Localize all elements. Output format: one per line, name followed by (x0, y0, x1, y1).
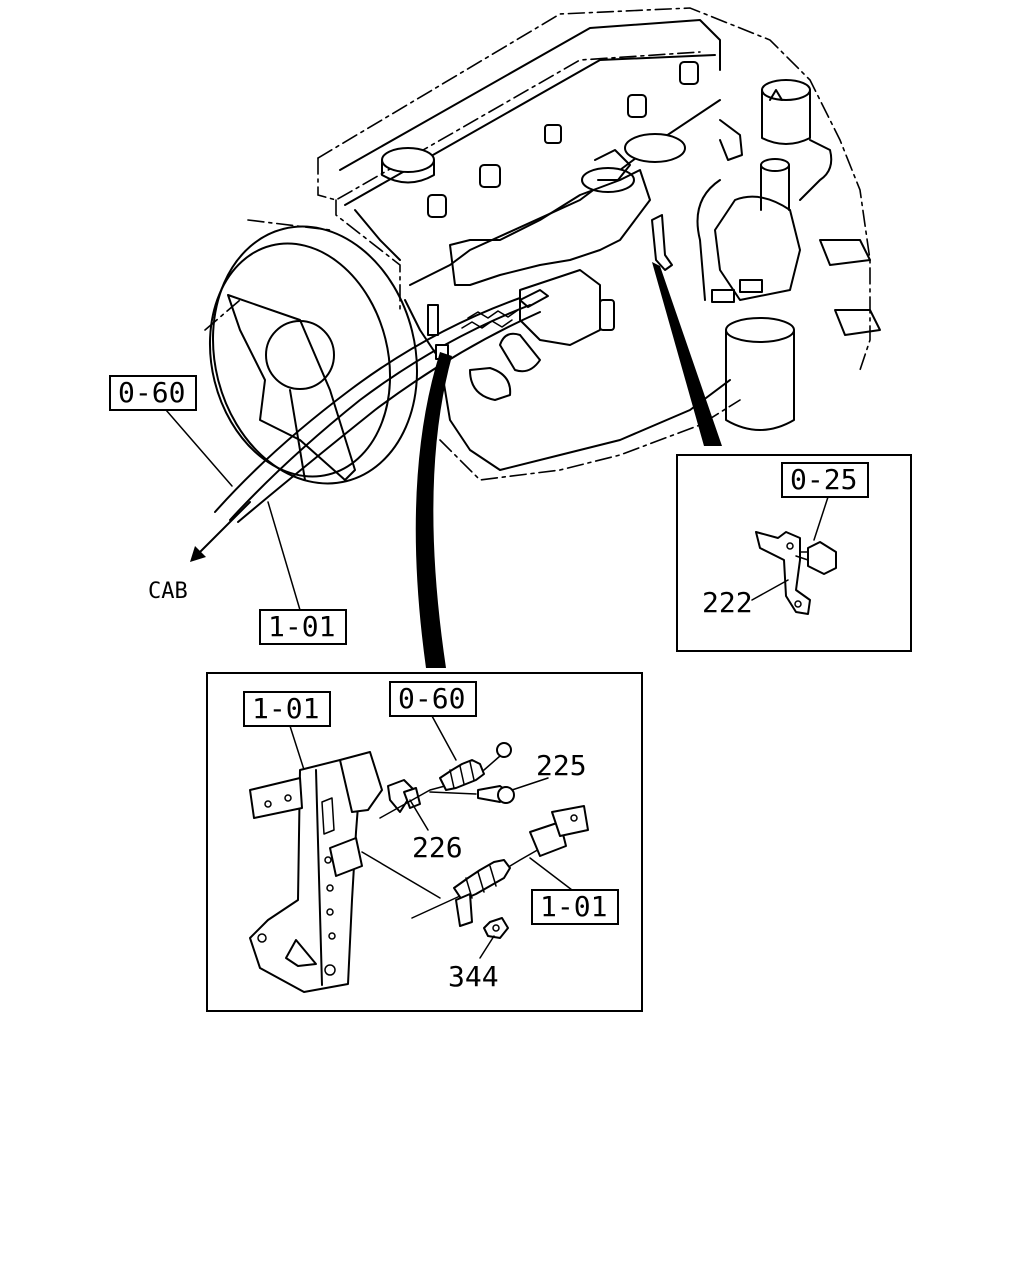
cab-direction-arrow (190, 501, 251, 562)
ref-label-0-60-top: 0-60 (118, 376, 185, 409)
ref-box-1-01-top (259, 609, 347, 645)
cab-label: CAB (148, 579, 188, 604)
detail-frame-linkage (206, 672, 643, 1012)
ref-label-1-01-top: 1-01 (268, 610, 335, 643)
leader-wedge-bracket (652, 262, 722, 446)
leader-1-01-detail-left (289, 725, 307, 777)
pump-mounting-bracket (249, 751, 383, 993)
ref-box-0-60-top (109, 375, 197, 411)
part-number-225: 225 (536, 749, 587, 782)
leader-1-01-detail-right (529, 857, 573, 891)
leader-0-25 (813, 496, 829, 541)
leader-226 (409, 799, 429, 831)
bracket-222-part (755, 531, 837, 615)
engine-assembly (204, 7, 881, 523)
ref-label-1-01-detail-left: 1-01 (252, 692, 319, 725)
detail-frame-bracket (676, 454, 912, 652)
leader-0-60-top (165, 409, 233, 487)
lower-cable-assembly (361, 805, 589, 939)
leader-wedge-pump (415, 352, 452, 668)
ref-label-0-25: 0-25 (790, 463, 857, 496)
ref-box-1-01-detail-right (531, 889, 619, 925)
leader-1-01-top (267, 501, 301, 611)
leader-344 (479, 935, 495, 959)
leader-222 (751, 579, 789, 601)
ref-box-1-01-detail-left (243, 691, 331, 727)
part-number-222: 222 (702, 586, 753, 619)
leader-0-60-detail (431, 715, 457, 761)
part-number-226: 226 (412, 831, 463, 864)
upper-cable-assembly (379, 742, 515, 819)
ref-label-0-60-detail: 0-60 (398, 682, 465, 715)
ref-box-0-60-detail (389, 681, 477, 717)
part-number-344: 344 (448, 960, 499, 993)
leader-225 (511, 777, 549, 791)
ref-label-1-01-detail-right: 1-01 (540, 890, 607, 923)
ref-box-0-25 (781, 462, 869, 498)
